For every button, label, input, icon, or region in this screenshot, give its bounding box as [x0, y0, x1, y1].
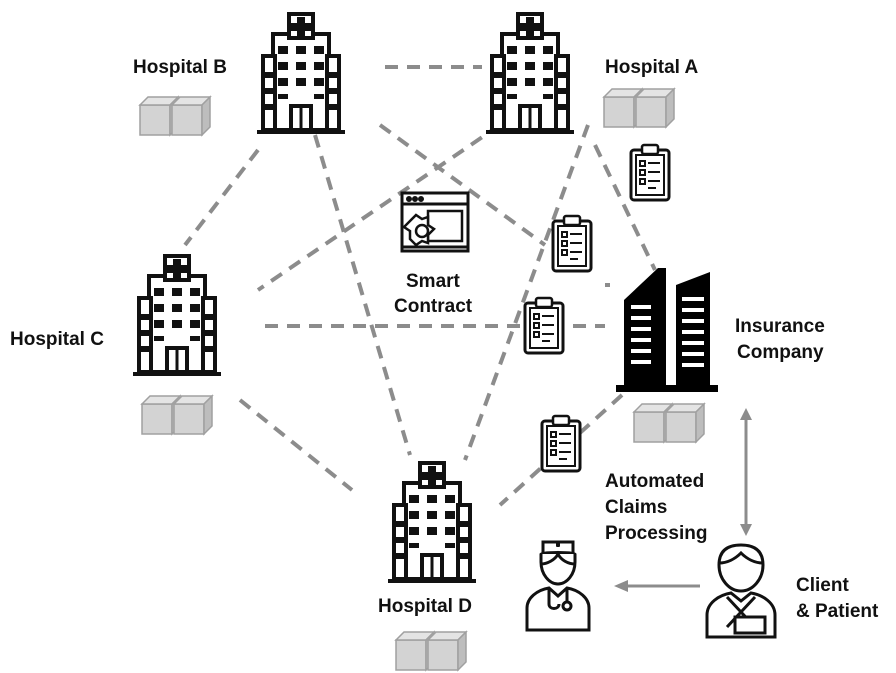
hospital-a-blocks-icon	[603, 88, 675, 128]
hospital-d-icon	[386, 461, 478, 583]
hospital-b-icon	[255, 12, 347, 134]
insurance-blocks-icon	[633, 403, 705, 443]
hospital-c-blocks-icon	[141, 395, 213, 435]
automated-label-1: Automated	[605, 471, 705, 492]
insurance-label-1: Insurance	[735, 316, 825, 337]
network-links	[183, 65, 657, 507]
automated-label-2: Claims	[605, 497, 668, 518]
client-label-2: & Patient	[796, 601, 879, 622]
hospital-d-label: Hospital D	[378, 596, 472, 617]
flow-arrows	[614, 408, 752, 592]
contract-window-gear-icon	[400, 191, 470, 253]
hospital-c-label: Hospital C	[10, 329, 104, 350]
clipboard-icon	[540, 414, 582, 473]
insurance-label-2: Company	[737, 342, 824, 363]
smart-contract-label-2: Contract	[394, 296, 473, 317]
nurse-icon	[525, 540, 591, 632]
smart-contract-label-1: Smart	[406, 271, 460, 292]
hospital-d-blocks-icon	[395, 631, 467, 671]
office-tower-icon	[616, 268, 718, 392]
clipboard-icon	[629, 143, 671, 202]
hospital-b-blocks-icon	[139, 96, 211, 136]
hospital-b-label: Hospital B	[133, 57, 227, 78]
clipboard-icon	[523, 296, 565, 355]
hospital-a-icon	[484, 12, 576, 134]
clipboard-icon	[551, 214, 593, 273]
client-label-1: Client	[796, 575, 849, 596]
hospital-c-icon	[131, 254, 223, 376]
hospital-a-label: Hospital A	[605, 57, 699, 78]
automated-label-3: Processing	[605, 523, 708, 544]
patient-icon	[705, 543, 777, 639]
